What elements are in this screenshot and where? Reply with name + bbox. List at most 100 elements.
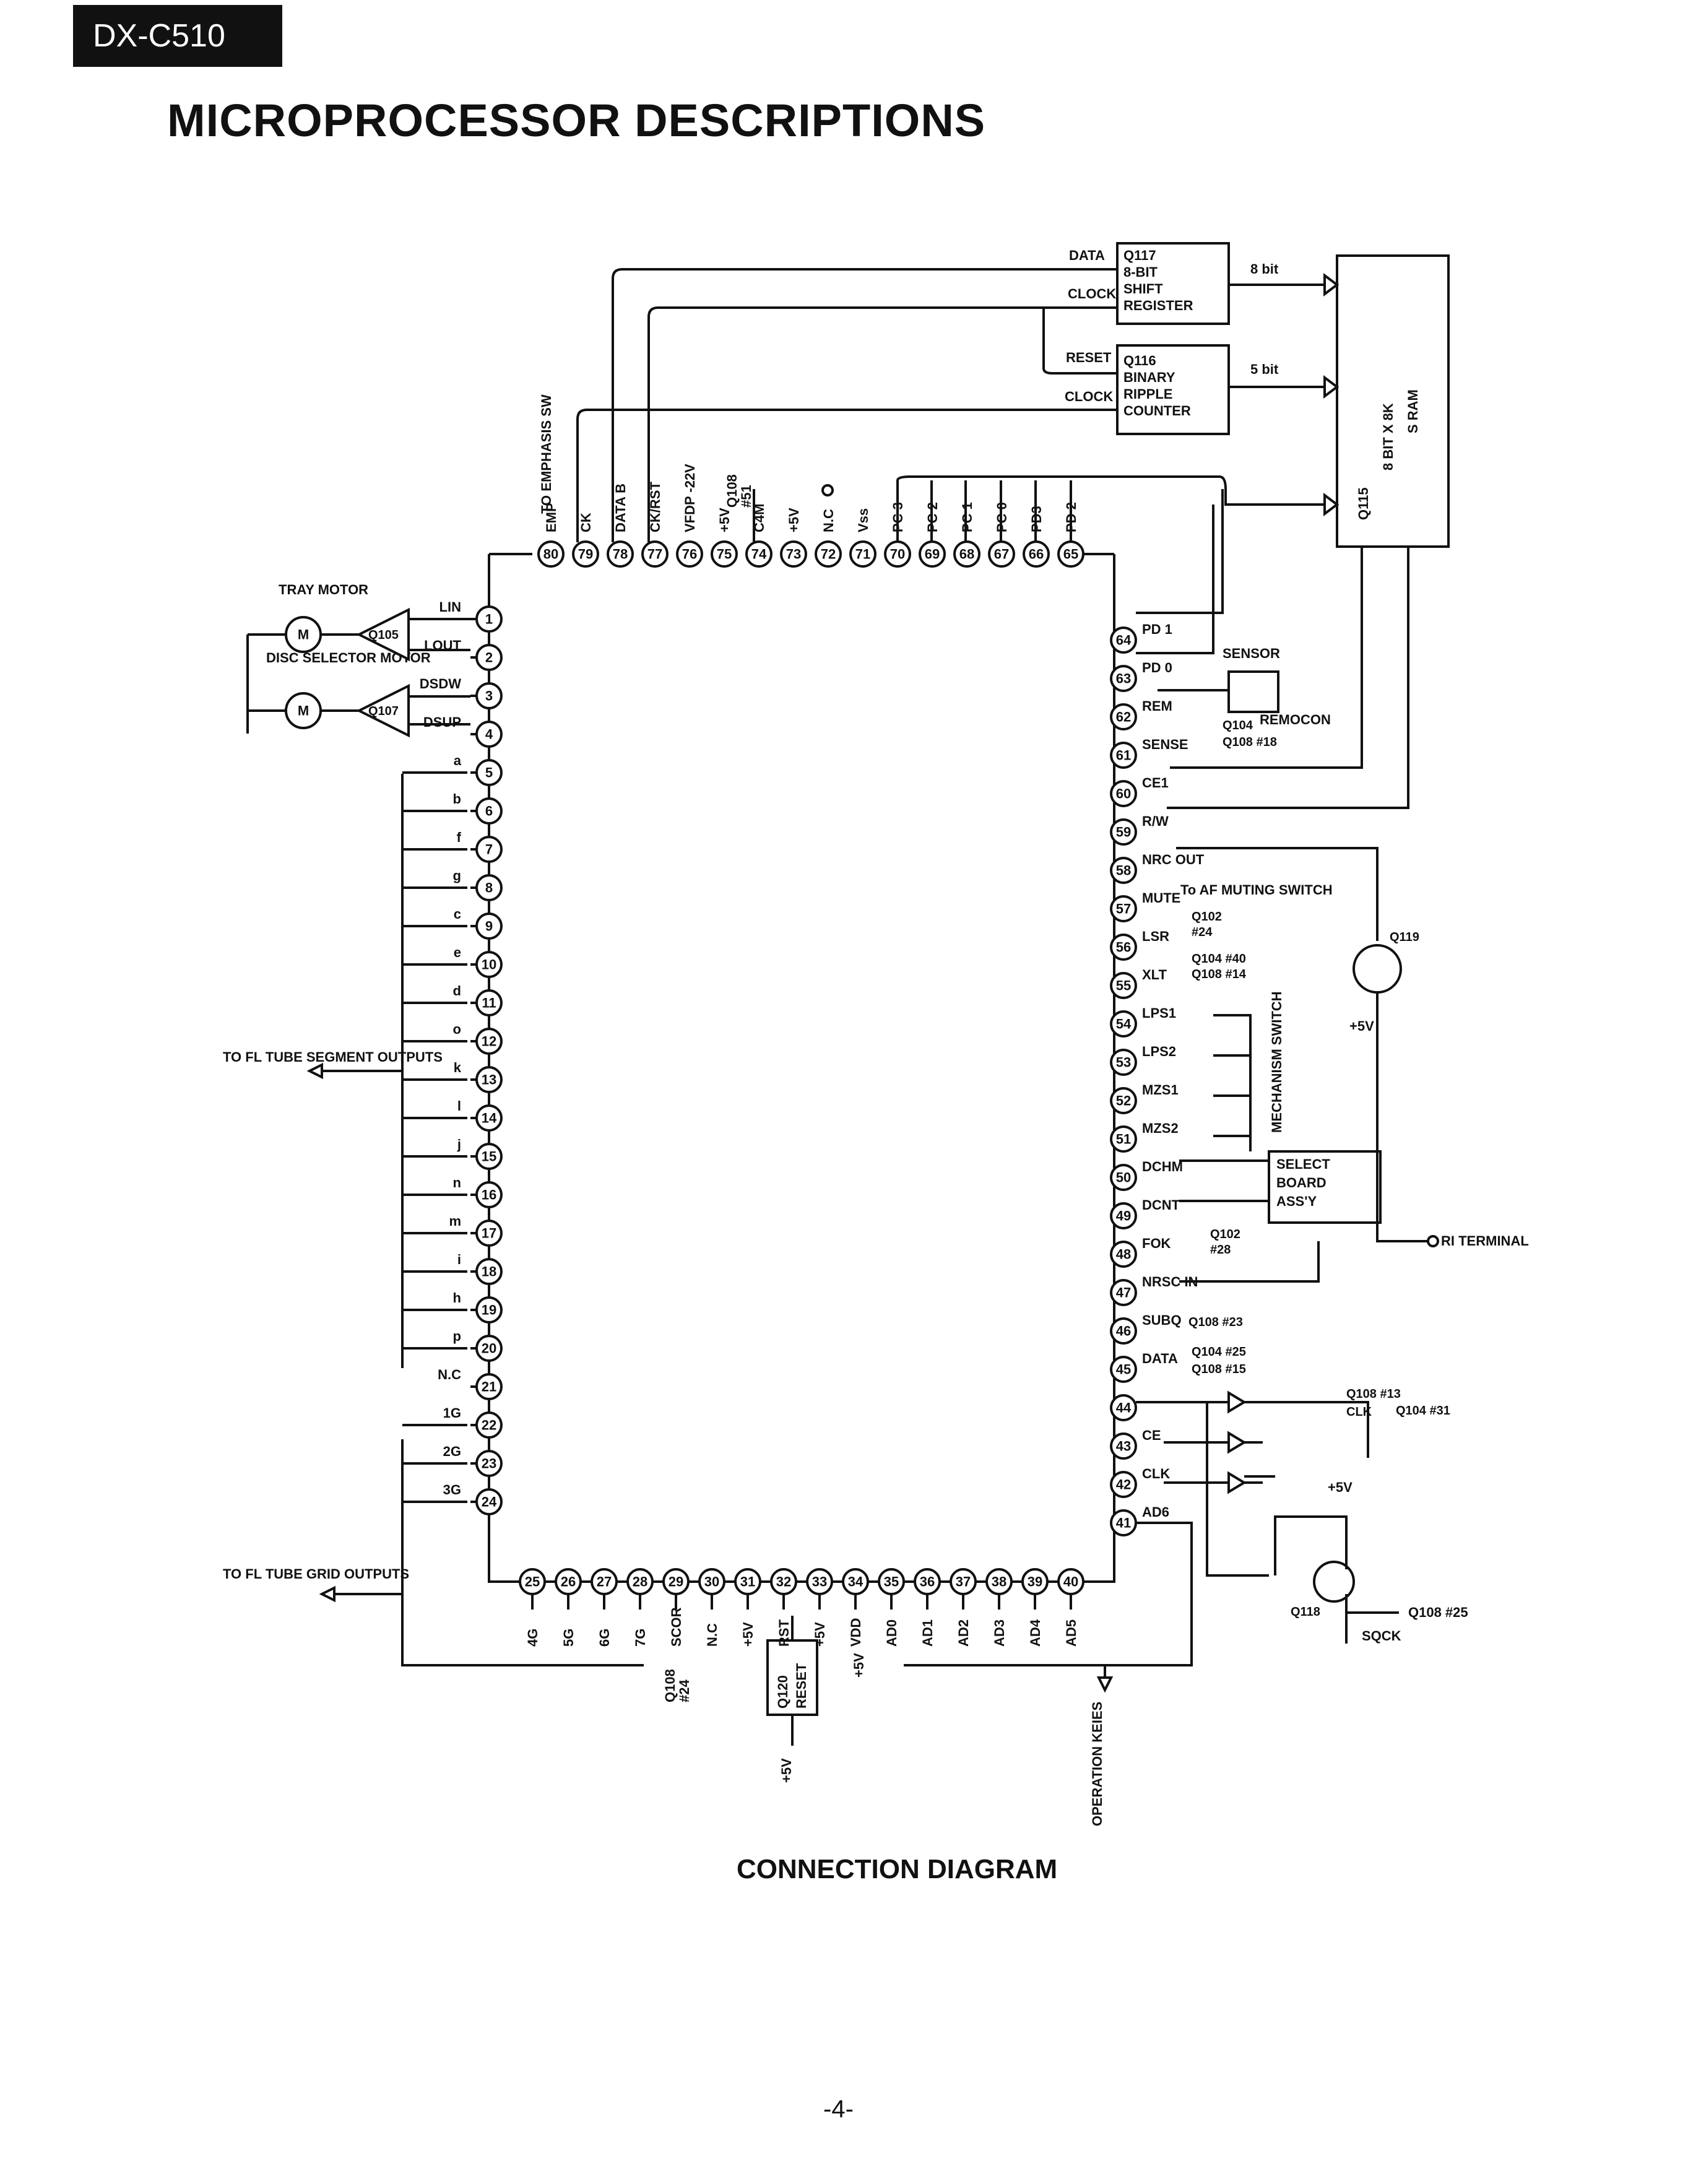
- svg-text:BINARY: BINARY: [1123, 370, 1175, 385]
- page-title: MICROPROCESSOR DESCRIPTIONS: [167, 95, 986, 146]
- disc-motor-symbol: M: [285, 692, 322, 729]
- pin-label-21: N.C: [438, 1367, 461, 1382]
- pin-label-63: PD 0: [1142, 660, 1172, 675]
- svg-text:31: 31: [740, 1574, 755, 1590]
- note-n61-0: Q104: [1223, 719, 1253, 732]
- pin-label-13: k: [454, 1060, 462, 1075]
- svg-text:78: 78: [613, 547, 628, 562]
- svg-text:26: 26: [561, 1574, 576, 1590]
- svg-text:24: 24: [482, 1494, 497, 1510]
- svg-text:14: 14: [482, 1111, 497, 1126]
- svg-text:32: 32: [776, 1574, 791, 1590]
- fl-grid-label: TO FL TUBE GRID OUTPUTS: [223, 1566, 409, 1582]
- pin-label-56: LSR: [1142, 929, 1169, 944]
- plus5v-label-2: +5V: [1328, 1480, 1353, 1495]
- svg-text:63: 63: [1116, 671, 1131, 687]
- pin-label-37: AD2: [956, 1619, 971, 1647]
- pin-label-22: 1G: [443, 1405, 461, 1421]
- svg-text:COUNTER: COUNTER: [1123, 403, 1191, 418]
- ic-body-outline: [488, 554, 1115, 1583]
- pin-label-18: i: [457, 1252, 461, 1267]
- svg-text:35: 35: [884, 1574, 899, 1590]
- svg-text:8: 8: [485, 880, 493, 896]
- pin-label-78: DATA B: [613, 483, 628, 532]
- n44-note-b: Q104 #31: [1396, 1404, 1450, 1418]
- plus5v-label-3: +5V: [779, 1758, 794, 1783]
- svg-text:56: 56: [1116, 940, 1131, 955]
- pin-label-48: FOK: [1142, 1236, 1171, 1251]
- svg-text:SHIFT: SHIFT: [1123, 281, 1163, 297]
- note-n56-0: Q102: [1192, 910, 1222, 924]
- pin-label-36: AD1: [920, 1619, 935, 1647]
- label-5bit: 5 bit: [1250, 362, 1279, 377]
- mechanism-switch-label: MECHANISM SWITCH: [1269, 991, 1284, 1133]
- af-muting-label: To AF MUTING SWITCH: [1180, 882, 1333, 898]
- svg-text:11: 11: [482, 995, 496, 1011]
- pin-label-61: SENSE: [1142, 737, 1188, 752]
- pin-label-10: e: [454, 945, 461, 960]
- svg-text:55: 55: [1116, 978, 1131, 994]
- q108-25-label: Q108 #25: [1408, 1605, 1468, 1620]
- svg-text:39: 39: [1028, 1574, 1042, 1590]
- svg-text:21: 21: [482, 1379, 496, 1395]
- pin-label-52: MZS1: [1142, 1082, 1179, 1098]
- label-q108-51-a: Q108: [724, 474, 740, 508]
- pin-label-60: CE1: [1142, 775, 1169, 791]
- pin-label-17: m: [449, 1213, 461, 1229]
- operation-keys-arrow: [1096, 1676, 1114, 1693]
- svg-text:62: 62: [1116, 709, 1131, 725]
- pin-label-39: AD4: [1028, 1619, 1043, 1647]
- pin-label-20: p: [453, 1328, 461, 1344]
- svg-text:38: 38: [992, 1574, 1006, 1590]
- pin-59: 59R/W: [1110, 813, 1169, 846]
- pin-17: 17m: [449, 1213, 503, 1247]
- pin-label-4: DSUP: [423, 714, 461, 730]
- pin-label-27: 6G: [597, 1629, 612, 1647]
- pin-11: 11d: [453, 983, 503, 1016]
- pin-label-43: CE: [1142, 1428, 1161, 1443]
- svg-text:58: 58: [1116, 863, 1131, 878]
- pin-label-59: R/W: [1142, 813, 1169, 829]
- svg-text:Q120: Q120: [775, 1675, 790, 1709]
- svg-text:80: 80: [543, 547, 558, 562]
- note-n61-1: Q108 #18: [1223, 735, 1277, 749]
- pin-label-33: +5V: [812, 1622, 828, 1647]
- pin-label-8: g: [453, 868, 461, 883]
- tray-motor-label: TRAY MOTOR: [279, 582, 368, 597]
- sqck-label: SQCK: [1362, 1628, 1401, 1644]
- svg-text:3: 3: [485, 688, 493, 704]
- pin-14: 14 l: [457, 1098, 503, 1132]
- pin-label-14: l: [457, 1098, 461, 1114]
- svg-text:66: 66: [1029, 547, 1044, 562]
- svg-text:76: 76: [682, 547, 697, 562]
- pin-label-26: 5G: [561, 1629, 576, 1647]
- q105-driver: Q105: [356, 607, 410, 662]
- pin-label-41: AD6: [1142, 1504, 1169, 1520]
- pin-label-73: +5V: [786, 508, 802, 532]
- pin-label-16: n: [453, 1175, 461, 1190]
- svg-text:5: 5: [485, 765, 493, 781]
- svg-text:43: 43: [1116, 1439, 1131, 1454]
- svg-text:RIPPLE: RIPPLE: [1123, 386, 1172, 402]
- svg-text:25: 25: [525, 1574, 540, 1590]
- svg-text:16: 16: [482, 1187, 496, 1203]
- sensor-box: [1227, 670, 1279, 713]
- svg-text:57: 57: [1116, 901, 1131, 917]
- svg-text:77: 77: [647, 547, 662, 562]
